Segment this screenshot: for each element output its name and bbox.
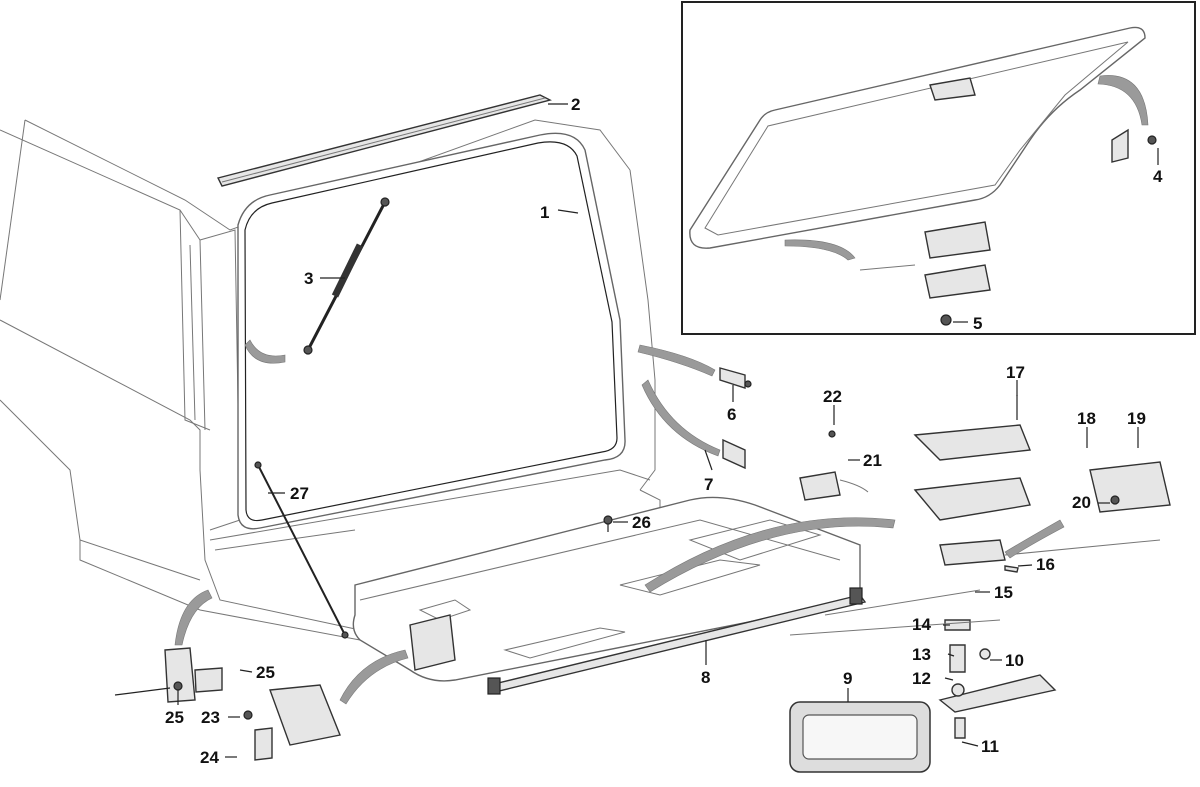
lower-latch-part-16	[939, 539, 1161, 573]
callout-24: 24	[200, 748, 219, 767]
latch-bracket-part-17	[913, 395, 1031, 521]
callout-8: 8	[701, 668, 710, 687]
callout-25-left: 25	[165, 708, 184, 727]
callout-6: 6	[727, 405, 736, 424]
left-hinge-parts-23-25	[114, 589, 409, 761]
callout-19: 19	[1127, 409, 1146, 428]
rear-window-opening	[237, 132, 626, 530]
callout-11: 11	[981, 737, 999, 756]
window-gas-strut	[303, 197, 390, 355]
callout-18: 18	[1077, 409, 1096, 428]
callout-21: 21	[863, 451, 882, 470]
callout-12: 12	[912, 669, 931, 688]
callout-9: 9	[843, 669, 852, 688]
callout-4: 4	[1153, 167, 1163, 186]
callout-16: 16	[1036, 555, 1055, 574]
tailgate-arrows	[244, 339, 1065, 593]
callout-2: 2	[571, 95, 580, 114]
callout-17: 17	[1006, 363, 1025, 382]
callout-27: 27	[290, 484, 309, 503]
callout-3: 3	[304, 269, 313, 288]
upper-weatherstrip	[216, 94, 552, 187]
callout-23: 23	[201, 708, 220, 727]
tailgate-torsion-rod	[487, 587, 867, 695]
leader-lines	[177, 103, 1159, 758]
pivot-bolt-part-6	[637, 344, 752, 389]
callout-25-right: 25	[256, 663, 275, 682]
inset-detail-box	[681, 1, 1196, 335]
callout-15: 15	[994, 583, 1013, 602]
callout-22: 22	[823, 387, 842, 406]
callout-7: 7	[704, 475, 713, 494]
lock-actuator-part-21	[799, 430, 869, 501]
tailgate	[352, 496, 861, 682]
callout-13: 13	[912, 645, 931, 664]
striker-part-7	[641, 379, 746, 470]
callout-14: 14	[912, 615, 931, 634]
callout-labels: 1 2 3 4 5 6 7 8 9 10 11 12 13 14 15 16 1…	[165, 95, 1163, 767]
callout-10: 10	[1005, 651, 1024, 670]
callout-1: 1	[540, 203, 549, 222]
handle-assembly-parts-10-14	[789, 589, 1057, 739]
hinge-part-18-19	[1089, 461, 1171, 513]
callout-20: 20	[1072, 493, 1091, 512]
callout-5: 5	[973, 314, 982, 333]
callout-26: 26	[632, 513, 651, 532]
bolt-part-26	[603, 515, 613, 532]
outside-handle-part-9	[789, 701, 931, 773]
